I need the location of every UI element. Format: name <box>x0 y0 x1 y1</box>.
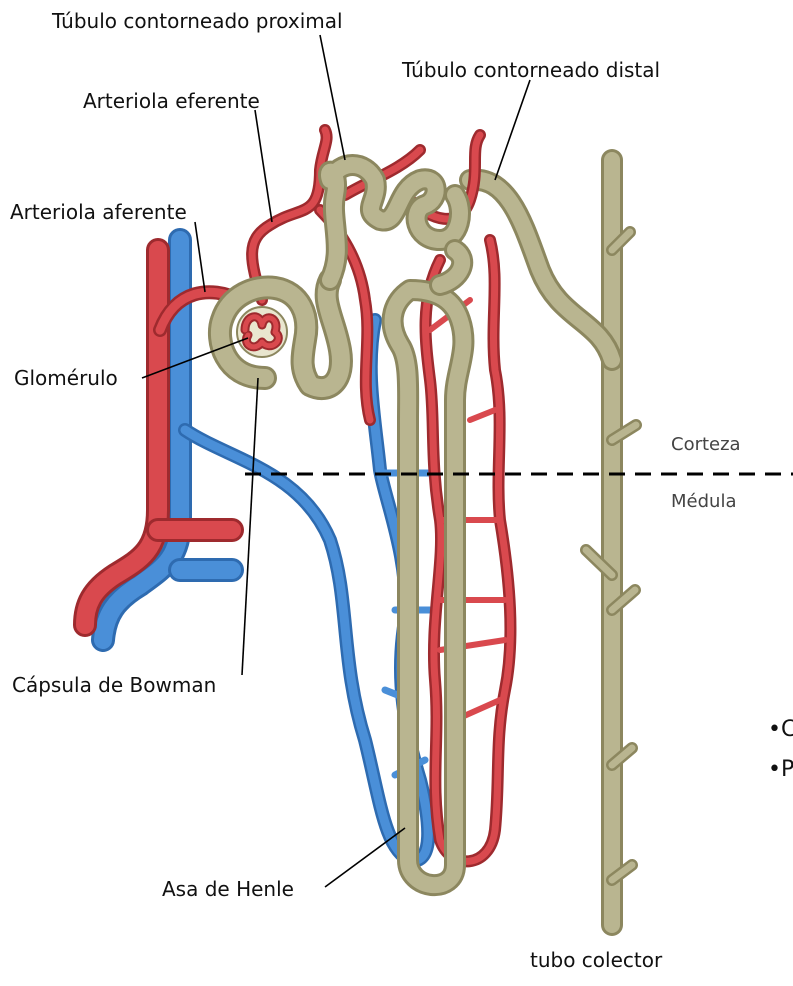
label-distal-tubule: Túbulo contorneado distal <box>401 58 660 82</box>
label-loop-of-henle: Asa de Henle <box>162 877 294 901</box>
label-collecting-duct: tubo colector <box>530 948 663 972</box>
label-cortex: Corteza <box>671 434 741 455</box>
clipped-bullet-2: •P <box>768 757 793 782</box>
label-glomerulus: Glomérulo <box>14 366 118 390</box>
label-proximal-tubule: Túbulo contorneado proximal <box>51 9 343 33</box>
glomerulus-tuft <box>237 307 287 357</box>
clipped-bullet-1: •C <box>768 717 793 742</box>
label-bowman-capsule: Cápsula de Bowman <box>12 673 216 697</box>
label-afferent-arteriole: Arteriola aferente <box>10 200 187 224</box>
label-efferent-arteriole: Arteriola eferente <box>83 89 260 113</box>
label-medulla: Médula <box>671 491 736 512</box>
